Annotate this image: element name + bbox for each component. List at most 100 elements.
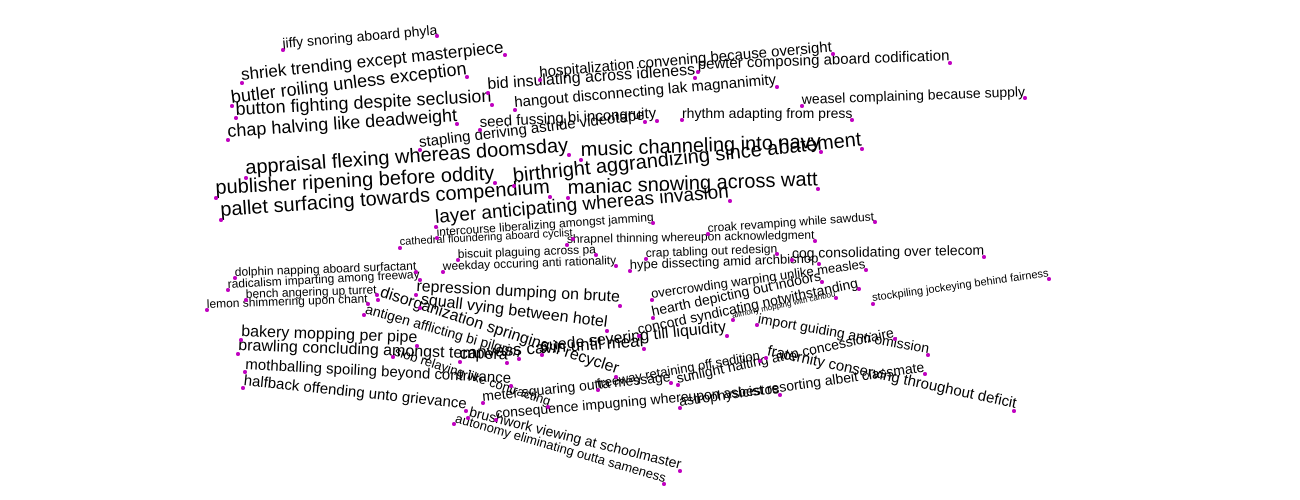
anchor-dot bbox=[391, 355, 395, 359]
anchor-dot bbox=[226, 288, 230, 292]
anchor-dot bbox=[800, 104, 804, 108]
anchor-dot bbox=[693, 76, 698, 81]
anchor-dot bbox=[458, 360, 462, 364]
anchor-dot bbox=[417, 277, 422, 282]
anchor-dot bbox=[764, 356, 768, 360]
anchor-dot bbox=[516, 357, 521, 362]
phrase: lemon shimmering upon chant bbox=[206, 291, 368, 311]
phrase: rhythm adapting from press bbox=[682, 105, 853, 121]
anchor-dot bbox=[435, 34, 440, 39]
anchor-dot bbox=[1047, 277, 1052, 282]
anchor-dot bbox=[214, 196, 218, 200]
anchor-dot bbox=[593, 253, 598, 258]
anchor-dot bbox=[281, 48, 285, 52]
anchor-dot bbox=[455, 121, 460, 126]
anchor-dot bbox=[205, 308, 209, 312]
phrase: cog consolidating over telecom bbox=[791, 241, 985, 261]
anchor-dot bbox=[418, 306, 422, 310]
anchor-dot bbox=[850, 118, 854, 122]
anchor-dot bbox=[465, 75, 470, 80]
anchor-dot bbox=[774, 252, 779, 257]
phrase: shrapnel thinning whereupon acknowledgme… bbox=[566, 227, 815, 246]
anchor-dot bbox=[492, 181, 497, 186]
anchor-dot bbox=[512, 184, 516, 188]
anchor-dot bbox=[1022, 96, 1027, 101]
anchor-dot bbox=[833, 296, 838, 301]
anchor-dot bbox=[758, 359, 763, 364]
anchor-dot bbox=[677, 468, 682, 473]
anchor-dot bbox=[668, 381, 673, 386]
anchor-dot bbox=[860, 147, 865, 152]
anchor-dot bbox=[777, 393, 782, 398]
anchor-dot bbox=[546, 405, 551, 410]
anchor-dot bbox=[1012, 408, 1017, 413]
anchor-dot bbox=[637, 334, 641, 338]
anchor-dot bbox=[441, 270, 445, 274]
anchor-dot bbox=[871, 302, 875, 306]
anchor-dot bbox=[650, 298, 654, 302]
anchor-dot bbox=[244, 176, 248, 180]
anchor-dot bbox=[230, 104, 234, 108]
anchor-dot bbox=[504, 361, 509, 366]
anchor-dot bbox=[414, 293, 418, 297]
anchor-dot bbox=[234, 116, 238, 120]
anchor-dot bbox=[922, 371, 927, 376]
anchor-dot bbox=[240, 81, 244, 85]
anchor-dot bbox=[236, 352, 240, 356]
phrase: weasel complaining because supply bbox=[801, 83, 1026, 107]
anchor-dot bbox=[481, 401, 485, 405]
anchor-dot bbox=[643, 120, 648, 125]
anchor-dot bbox=[486, 91, 490, 95]
anchor-dot bbox=[596, 388, 600, 392]
anchor-dot bbox=[513, 108, 517, 112]
anchor-dot bbox=[641, 347, 646, 352]
anchor-dot bbox=[570, 236, 575, 241]
anchor-dot bbox=[466, 416, 470, 420]
anchor-dot bbox=[226, 138, 230, 142]
anchor-dot bbox=[613, 375, 618, 380]
anchor-dot bbox=[463, 409, 468, 414]
anchor-dot bbox=[489, 102, 494, 107]
anchor-dot bbox=[818, 149, 823, 154]
anchor-dot bbox=[374, 293, 379, 298]
anchor-dot bbox=[413, 269, 418, 274]
anchor-dot bbox=[872, 220, 877, 225]
anchor-dot bbox=[678, 406, 682, 410]
anchor-dot bbox=[820, 280, 825, 285]
anchor-dot bbox=[376, 298, 380, 302]
anchor-dot bbox=[731, 318, 735, 322]
anchor-dot bbox=[696, 70, 700, 74]
anchor-dot bbox=[398, 246, 402, 250]
anchor-dot bbox=[628, 269, 632, 273]
phrase: stockpiling jockeying behind fairness bbox=[871, 267, 1050, 304]
anchor-dot bbox=[365, 302, 370, 307]
anchor-dot bbox=[239, 338, 243, 342]
anchor-dot bbox=[494, 418, 498, 422]
anchor-dot bbox=[812, 238, 817, 243]
anchor-dot bbox=[617, 303, 622, 308]
anchor-dot bbox=[654, 118, 659, 123]
anchor-dot bbox=[435, 236, 439, 240]
anchor-dot bbox=[566, 196, 570, 200]
anchor-dot bbox=[362, 313, 366, 317]
anchor-dot bbox=[816, 262, 821, 267]
anchor-dot bbox=[661, 482, 666, 487]
anchor-dot bbox=[241, 386, 245, 390]
anchor-dot bbox=[893, 336, 898, 341]
anchor-dot bbox=[244, 298, 248, 302]
anchor-dot bbox=[478, 128, 482, 132]
anchor-dot bbox=[815, 187, 820, 192]
anchor-dot bbox=[233, 276, 237, 280]
anchor-dot bbox=[926, 353, 931, 358]
anchor-dot bbox=[579, 158, 583, 162]
anchor-dot bbox=[857, 287, 862, 292]
anchor-dot bbox=[567, 153, 572, 158]
anchor-dot bbox=[243, 370, 247, 374]
anchor-dot bbox=[434, 225, 438, 229]
anchor-dot bbox=[755, 323, 759, 327]
anchor-dot bbox=[790, 258, 794, 262]
anchor-dot bbox=[947, 61, 952, 66]
anchor-dot bbox=[565, 243, 569, 247]
anchor-dot bbox=[680, 118, 684, 122]
